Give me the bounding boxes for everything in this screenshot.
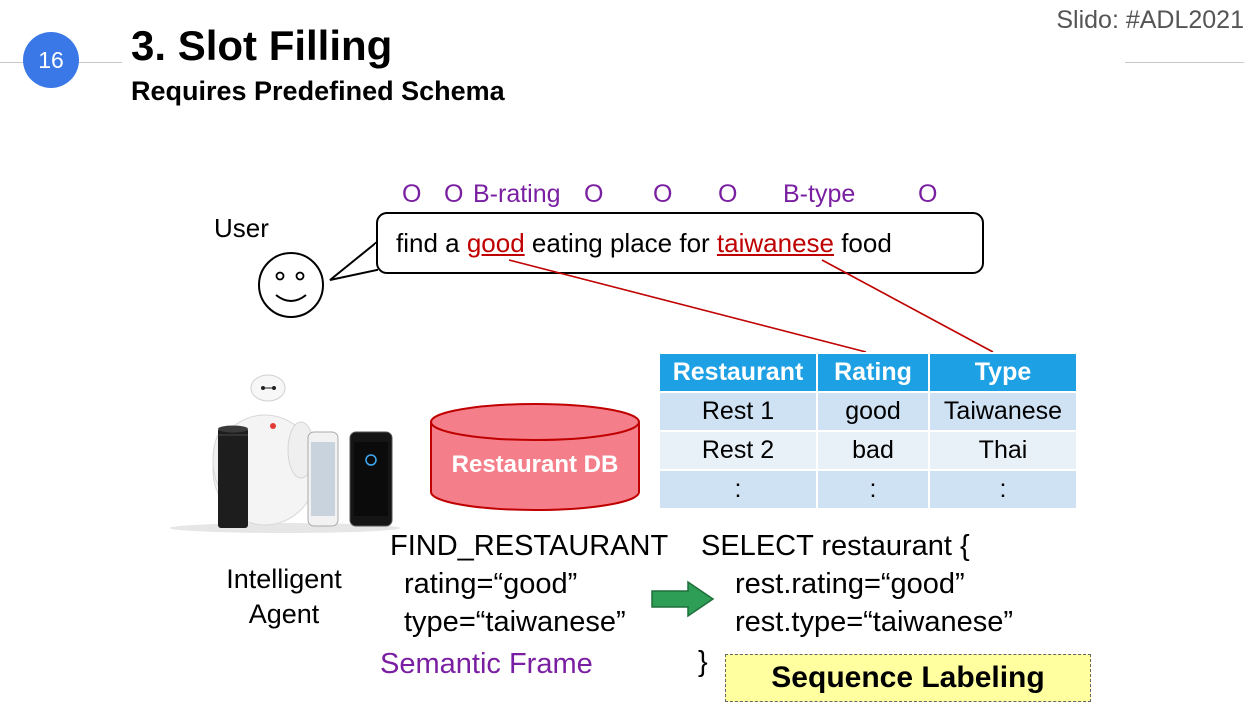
slide-number-badge: 16 (23, 32, 79, 88)
right-arrow-icon (651, 580, 715, 618)
utterance-bubble: find a good eating place for taiwanese f… (376, 212, 984, 274)
table-cell: Taiwanese (928, 391, 1078, 432)
sequence-labeling-box: Sequence Labeling (725, 654, 1091, 702)
sql-rating-condition: rest.rating=“good” (735, 568, 965, 600)
slot-value-rating: good (466, 228, 525, 258)
utterance-text: find a (396, 228, 467, 258)
table-header-type: Type (928, 352, 1078, 393)
bio-tag: O (584, 180, 604, 208)
table-row: Rest 2 bad Thai (658, 430, 1078, 471)
table-cell: good (816, 391, 930, 432)
restaurant-table: Restaurant Rating Type Rest 1 good Taiwa… (658, 352, 1078, 510)
semantic-frame-intent: FIND_RESTAURANT (390, 530, 669, 562)
agent-label-line: Intelligent (226, 564, 342, 594)
semantic-frame-label: Semantic Frame (380, 648, 593, 680)
table-cell: Rest 1 (658, 391, 818, 432)
smiley-face-icon (258, 252, 324, 318)
sql-closing-brace: } (698, 646, 708, 678)
slido-hashtag: Slido: #ADL2021 (1056, 6, 1244, 34)
table-cell: Thai (928, 430, 1078, 471)
table-header-rating: Rating (816, 352, 930, 393)
database-cylinder-icon (430, 403, 640, 511)
table-row: Rest 1 good Taiwanese (658, 391, 1078, 432)
agent-label-line: Agent (248, 599, 320, 629)
header-rule-right (1125, 62, 1244, 63)
user-label: User (214, 213, 269, 243)
slide-subtitle: Requires Predefined Schema (131, 76, 505, 106)
table-cell: bad (816, 430, 930, 471)
table-header-restaurant: Restaurant (658, 352, 818, 393)
bio-tag: O (718, 180, 738, 208)
utterance-text: eating place for (524, 228, 717, 258)
slide-title: 3. Slot Filling (131, 22, 393, 69)
semantic-frame-slot-type: type=“taiwanese” (404, 606, 626, 638)
utterance-text: food (833, 228, 892, 258)
sql-type-condition: rest.type=“taiwanese” (735, 606, 1014, 638)
sql-select-line: SELECT restaurant { (701, 530, 970, 562)
table-cell: : (658, 469, 818, 510)
intelligent-agent-devices-image (170, 374, 400, 533)
bio-tag: O (653, 180, 673, 208)
table-cell: : (928, 469, 1078, 510)
semantic-frame-slot-rating: rating=“good” (404, 568, 578, 600)
table-cell: : (816, 469, 930, 510)
agent-label: Intelligent Agent (212, 562, 356, 632)
bio-tag: B-type (783, 180, 856, 208)
slot-value-type: taiwanese (716, 228, 834, 258)
bio-tag: O (918, 180, 938, 208)
bio-tag: O (402, 180, 422, 208)
bio-tag: O (444, 180, 464, 208)
database-label: Restaurant DB (451, 451, 619, 478)
bio-tag: B-rating (473, 180, 561, 208)
table-cell: Rest 2 (658, 430, 818, 471)
table-row: : : : (658, 469, 1078, 510)
